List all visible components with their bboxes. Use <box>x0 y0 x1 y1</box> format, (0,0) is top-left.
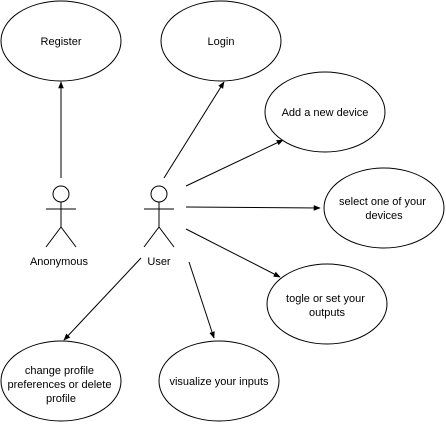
use-case-label: select one of your devices <box>339 196 429 222</box>
use-case-add-device[interactable]: Add a new device <box>264 71 386 153</box>
use-case-login[interactable]: Login <box>160 0 282 82</box>
arrow-user-visualize-inputs <box>188 261 215 339</box>
use-case-toggle-outputs[interactable]: togle or set your outputs <box>266 263 388 345</box>
actor-user[interactable]: User <box>143 185 175 268</box>
use-case-label: change profile preferences or delete pro… <box>7 365 114 405</box>
arrow-user-add-device <box>185 139 284 187</box>
use-case-label: Register <box>41 36 82 48</box>
arrow-user-change-profile <box>63 257 142 341</box>
associations <box>58 81 321 341</box>
use-case-label: visualize your inputs <box>169 376 269 388</box>
use-case-select-device[interactable]: select one of your devices <box>323 167 445 249</box>
use-case-label: Login <box>208 36 235 48</box>
use-case-label: Add a new device <box>282 107 369 119</box>
use-case-change-profile[interactable]: change profile preferences or delete pro… <box>0 340 122 422</box>
stick-figure-icon <box>143 185 175 248</box>
arrow-user-login <box>163 81 225 179</box>
arrow-user-toggle-outputs <box>185 228 281 278</box>
actor-label: User <box>147 256 171 268</box>
stick-figure-icon <box>45 185 77 248</box>
use-case-visualize-inputs[interactable]: visualize your inputs <box>158 340 280 422</box>
arrow-user-select-device <box>185 205 321 211</box>
actor-anonymous[interactable]: Anonymous <box>30 185 89 268</box>
use-case-register[interactable]: Register <box>0 0 122 82</box>
use-case-label: togle or set your outputs <box>286 293 368 319</box>
actor-label: Anonymous <box>30 256 89 268</box>
